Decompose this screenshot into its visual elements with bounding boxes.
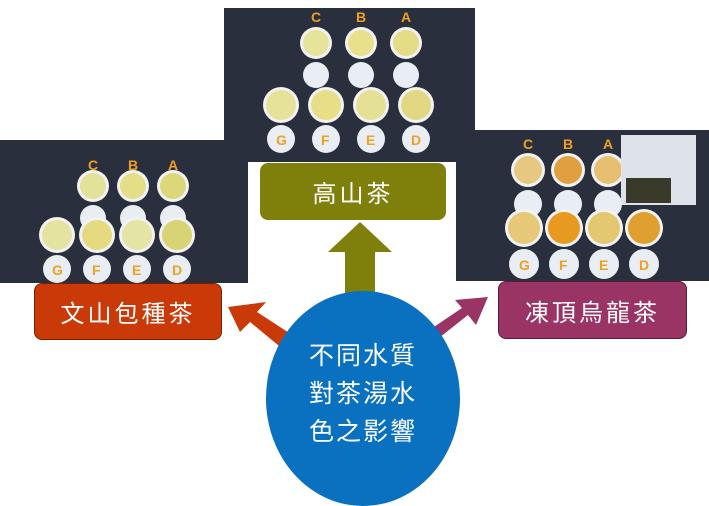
cup-label: F [321,132,330,148]
cup-lid [629,249,659,279]
cup-lid [163,255,191,283]
tea-liquor [628,212,660,244]
cup-label: F [92,262,101,278]
tea-liquor [554,156,582,184]
tea-liquor [80,173,106,199]
tea-liquor [266,90,296,120]
arrow-up-center [328,222,392,295]
cup-lid [549,249,579,279]
tea-liquor [356,90,386,120]
tea-liquor [162,220,192,250]
tea-liquor [82,220,112,250]
cup-label: C [88,157,98,173]
category-dongding: 凍頂烏龍茶 [498,281,687,339]
cup-label: E [599,257,608,273]
cup-lid [357,125,385,153]
tea-liquor [548,212,580,244]
cup-label: D [411,132,421,148]
cup-lid [267,125,295,153]
category-label: 文山包種茶 [60,300,196,328]
tea-liquor [42,220,72,250]
cup-label: G [519,257,530,273]
cup-label: B [356,9,366,25]
cup-label: B [128,157,138,173]
cup-label: A [603,136,613,152]
cup-label: A [168,157,178,173]
cup-label: E [132,262,141,278]
cup-lid [43,255,71,283]
category-wenshan: 文山包種茶 [34,283,222,340]
tea-liquor [348,30,374,56]
cup-label: G [276,132,287,148]
tea-liquor [303,30,329,56]
tea-liquor [514,156,542,184]
tea-liquor [594,156,622,184]
category-label: 高山茶 [312,180,394,208]
cup-lid [348,62,374,88]
cup-lid [303,62,329,88]
hub-circle: 不同水質 對茶湯水 色之影響 [266,291,460,506]
cup-label: D [639,257,649,273]
hub-text-line: 不同水質 [308,340,417,370]
cup-lid [123,255,151,283]
tea-liquor [120,173,146,199]
tea-leaves [626,178,671,203]
photo-wenshan-tea: C B A G F E D [0,140,248,283]
tea-liquor [393,30,419,56]
tea-liquor [401,90,431,120]
hub-text-line: 色之影響 [308,416,417,446]
cup-lid [312,125,340,153]
cup-lid [509,249,539,279]
hub-text-line: 對茶湯水 [308,378,417,408]
cup-lid [83,255,111,283]
tea-liquor [311,90,341,120]
cup-label: C [523,136,533,152]
cup-label: A [401,9,411,25]
cup-label: B [563,136,573,152]
photo-dongding-tea: C B A G F E D [456,130,709,281]
cup-lid [393,62,419,88]
tea-liquor [508,212,540,244]
tea-liquor [160,173,186,199]
cup-lid [589,249,619,279]
category-label: 凍頂烏龍茶 [525,298,660,327]
tea-liquor [588,212,620,244]
cup-label: E [366,132,375,148]
cup-label: F [559,257,568,273]
cup-label: D [172,262,182,278]
cup-label: C [311,9,321,25]
tea-liquor [122,220,152,250]
photo-gaoshan-tea: C B A G F E D [224,8,475,162]
cup-label: G [52,262,63,278]
cup-lid [402,125,430,153]
category-gaoshan: 高山茶 [260,163,446,220]
